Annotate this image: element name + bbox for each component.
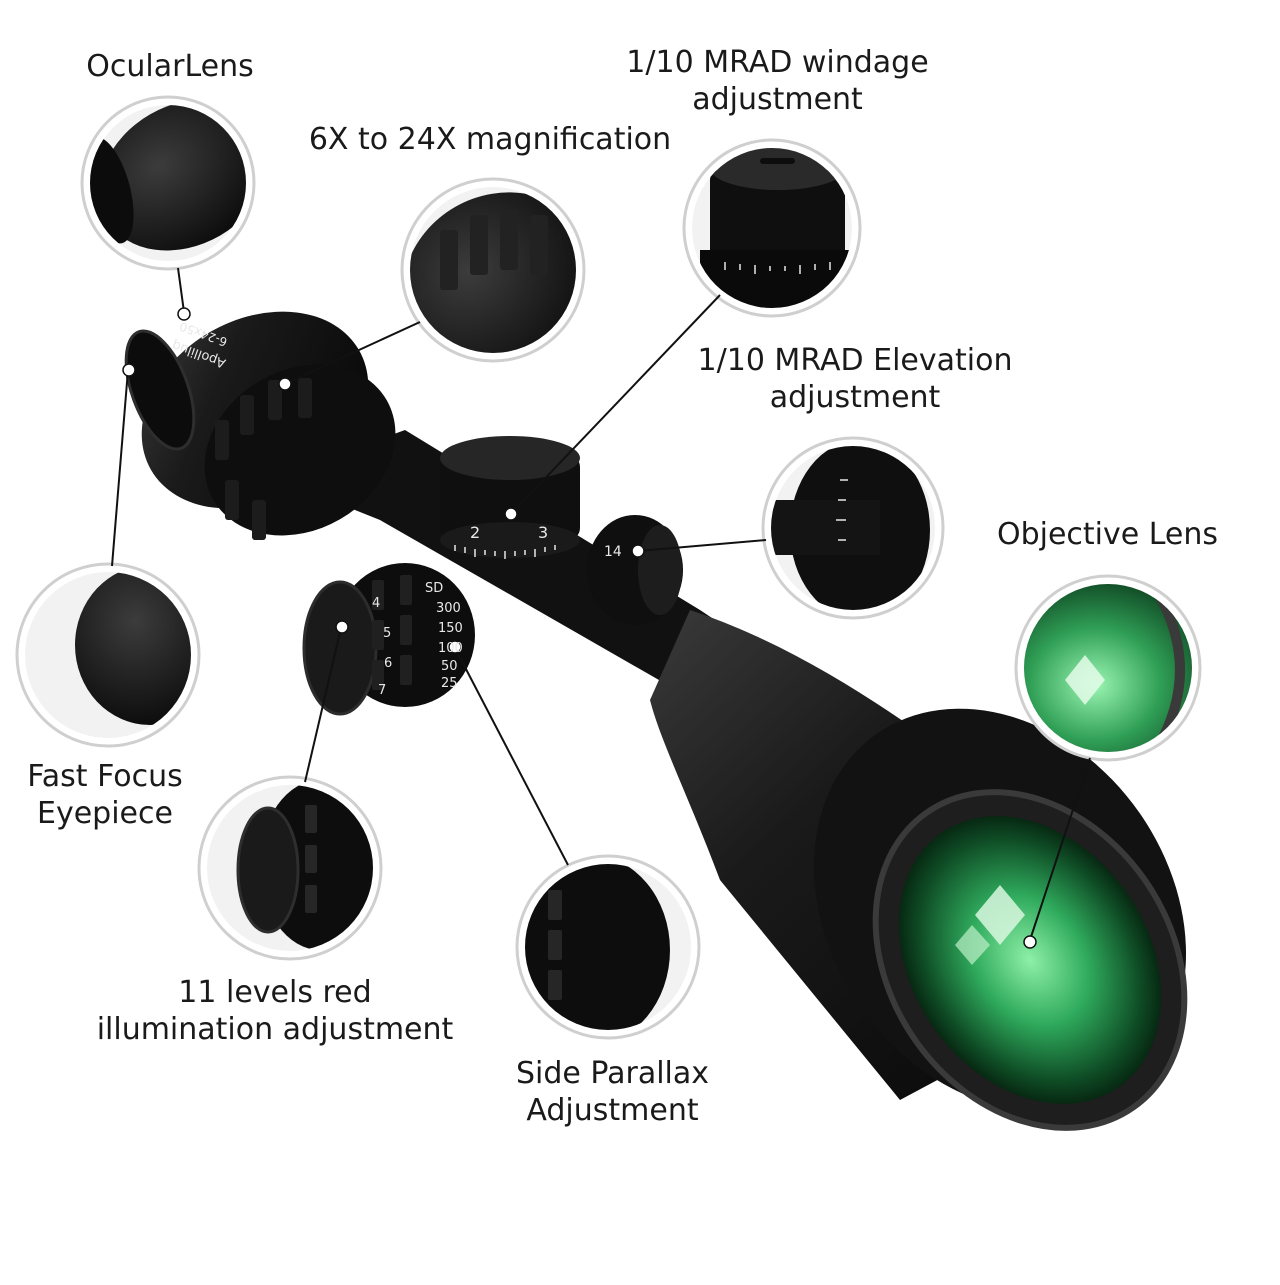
illum-mark-6: 6 bbox=[384, 656, 392, 671]
inset-objective-lens bbox=[1014, 574, 1202, 762]
elevation-mark-3: 3 bbox=[538, 523, 548, 542]
objective-lens-glass bbox=[898, 816, 1162, 1104]
label-illumination: 11 levels red illumination adjustment bbox=[85, 974, 465, 1048]
parallax-mark-50: 50 bbox=[441, 659, 458, 674]
inset-illumination bbox=[197, 775, 383, 961]
illum-mark-5: 5 bbox=[383, 626, 391, 641]
scope-tube bbox=[330, 430, 760, 715]
parallax-mark-sd: SD bbox=[425, 581, 443, 596]
label-elevation: 1/10 MRAD Elevation adjustment bbox=[685, 342, 1025, 416]
dot-illumination bbox=[335, 620, 349, 634]
label-windage: 1/10 MRAD windage adjustment bbox=[615, 44, 940, 118]
inset-parallax bbox=[515, 854, 701, 1040]
ocular-end-cap bbox=[124, 329, 196, 451]
leader-ocular bbox=[177, 267, 185, 313]
dot-fast-focus bbox=[122, 363, 136, 377]
dot-elevation bbox=[631, 544, 645, 558]
windage-side-mark: 14 bbox=[604, 544, 622, 560]
label-parallax: Side Parallax Adjustment bbox=[500, 1055, 725, 1129]
illumination-knob bbox=[302, 580, 378, 716]
label-parallax-line1: Side Parallax bbox=[515, 1056, 710, 1091]
label-elevation-line2: adjustment bbox=[769, 380, 941, 415]
leader-objective bbox=[1029, 757, 1091, 941]
leader-parallax bbox=[454, 647, 569, 866]
inset-fast-focus bbox=[15, 562, 201, 748]
label-magnification-text: 6X to 24X magnification bbox=[308, 122, 672, 157]
label-ocular-lens-text: OcularLens bbox=[86, 49, 254, 84]
label-fast-focus: Fast Focus Eyepiece bbox=[15, 758, 195, 832]
label-magnification: 6X to 24X magnification bbox=[295, 121, 685, 158]
label-objective-lens-text: Objective Lens bbox=[996, 517, 1219, 552]
parallax-mark-100: 100 bbox=[438, 641, 463, 656]
rifle-scope bbox=[124, 311, 1188, 1131]
label-illumination-line1: 11 levels red bbox=[178, 975, 372, 1010]
label-fast-focus-line2: Eyepiece bbox=[37, 796, 173, 831]
dot-ocular bbox=[177, 307, 191, 321]
inset-magnification bbox=[400, 177, 586, 363]
leader-magnification bbox=[286, 321, 421, 384]
dot-parallax bbox=[448, 640, 462, 654]
label-windage-line2: adjustment bbox=[692, 82, 863, 117]
leader-elevation bbox=[637, 539, 767, 552]
leader-fast-focus bbox=[111, 369, 129, 567]
leader-illumination bbox=[304, 627, 342, 783]
dot-objective bbox=[1023, 935, 1037, 949]
label-illumination-line2: illumination adjustment bbox=[96, 1012, 454, 1047]
label-objective-lens: Objective Lens bbox=[990, 516, 1225, 553]
leader-dots bbox=[122, 307, 1037, 949]
illum-mark-4: 4 bbox=[372, 596, 380, 611]
inset-elevation bbox=[761, 436, 945, 620]
dot-magnification bbox=[278, 377, 292, 391]
parallax-mark-300: 300 bbox=[436, 601, 461, 616]
label-windage-line1: 1/10 MRAD windage bbox=[626, 45, 929, 80]
lens-reflection bbox=[975, 885, 1025, 945]
label-parallax-line2: Adjustment bbox=[526, 1093, 699, 1128]
label-elevation-line1: 1/10 MRAD Elevation bbox=[697, 343, 1013, 378]
illum-mark-7: 7 bbox=[378, 683, 386, 698]
elevation-mark-2: 2 bbox=[470, 523, 480, 542]
inset-windage bbox=[682, 138, 862, 318]
dot-windage bbox=[504, 507, 518, 521]
parallax-mark-25: 25 bbox=[441, 676, 458, 691]
label-fast-focus-line1: Fast Focus bbox=[27, 759, 183, 794]
inset-ocular-lens bbox=[80, 95, 256, 271]
leader-windage bbox=[511, 294, 721, 514]
leader-lines bbox=[111, 267, 1091, 941]
label-ocular-lens: OcularLens bbox=[60, 48, 280, 85]
parallax-mark-150: 150 bbox=[438, 621, 463, 636]
